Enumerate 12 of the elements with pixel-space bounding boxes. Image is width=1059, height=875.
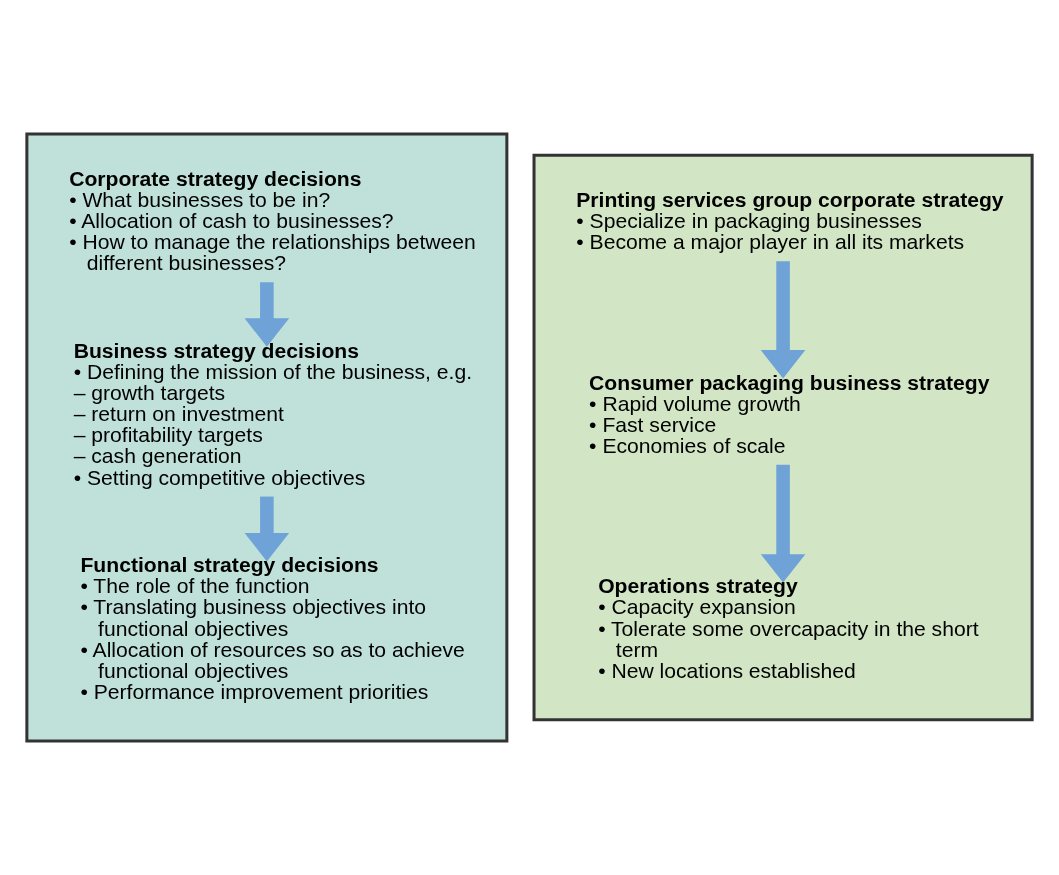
node-text: Functional strategy decisions • The role of the function • Translating business objectives into functional objectives • Allocation of resources so as to achieve functional objectives • Performance improvement priorities [80,553,465,703]
node-text: Operations strategy • Capacity expansion • Tolerate some overcapacity in the short term • New locations established [598,574,979,682]
node-text: Printing services group corporate strategy • Specialize in packaging businesses • Become a major player in all its markets [576,187,1004,254]
arrow [760,464,806,583]
arrow [244,496,290,562]
cluster [532,153,1034,722]
node-text: Business strategy decisions • Defining the mission of the business, e.g. – growth targets – return on investment – profitability targets – cash generation • Setting competitive objectives [73,338,473,489]
arrow [760,261,806,379]
node-text: Consumer packaging business strategy • Rapid volume growth • Fast service • Economies of scale [589,370,990,457]
cluster [25,132,509,743]
arrow [244,282,290,347]
node-text: Corporate strategy decisions • What businesses to be in? • Allocation of cash to businesses? • How to manage the relationships between different businesses? [69,166,476,275]
